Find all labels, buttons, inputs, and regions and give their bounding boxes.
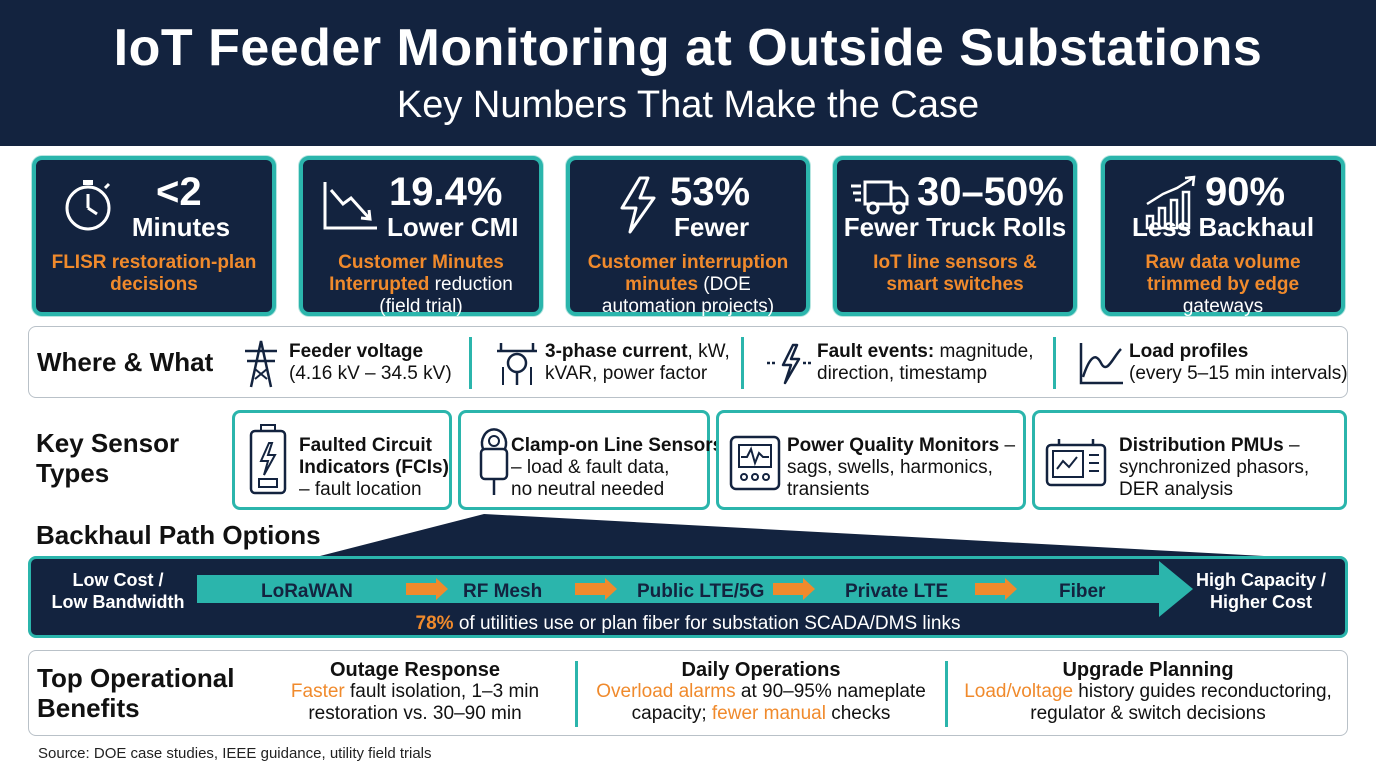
header-banner: IoT Feeder Monitoring at Outside Substat… bbox=[0, 0, 1376, 146]
current-clamp-icon bbox=[493, 337, 541, 389]
backhaul-step-private-lte: Private LTE bbox=[845, 581, 949, 602]
kpi-unit: Minutes bbox=[131, 212, 231, 242]
kpi-desc: IoT line sensors &smart switches bbox=[873, 252, 1037, 295]
kpi-card-truck-rolls: 30–50% Fewer Truck Rolls IoT line sensor… bbox=[833, 156, 1077, 316]
backhaul-band: Low Cost /Low Bandwidth LoRaWAN RF Mesh … bbox=[28, 556, 1348, 638]
source-note: Source: DOE case studies, IEEE guidance,… bbox=[38, 745, 432, 762]
load-curve-icon bbox=[1077, 337, 1125, 389]
kpi-value: <2 bbox=[156, 170, 202, 214]
kpi-card-restoration: <2 Minutes FLISR restoration-plan decisi… bbox=[32, 156, 276, 316]
kpi-value: 30–50% bbox=[917, 170, 1064, 214]
kpi-value: 53% bbox=[670, 170, 751, 214]
backhaul-right-end: High Capacity /Higher Cost bbox=[1195, 570, 1327, 612]
kpi-unit: Lower CMI bbox=[387, 212, 519, 242]
backhaul-step-rf-mesh: RF Mesh bbox=[463, 581, 543, 602]
where-what-label: Where & What bbox=[37, 347, 214, 377]
pq-monitor-icon bbox=[729, 423, 781, 499]
backhaul-step-lorawan: LoRaWAN bbox=[261, 581, 353, 602]
sensor-card-pmu: Distribution PMUs –synchronized phasors,… bbox=[1032, 410, 1347, 510]
kpi-unit: Fewer Truck Rolls bbox=[843, 212, 1067, 242]
backhaul-step-fiber: Fiber bbox=[1059, 581, 1106, 602]
sensor-text: Power Quality Monitors –sags, swells, ha… bbox=[787, 435, 1016, 500]
page-subtitle: Key Numbers That Make the Case bbox=[396, 84, 980, 126]
backhaul-step-public-lte: Public LTE/5G bbox=[637, 581, 765, 602]
stopwatch-icon bbox=[60, 174, 120, 234]
trend-down-icon bbox=[321, 174, 381, 234]
fci-device-icon bbox=[245, 423, 291, 499]
clamp-sensor-icon bbox=[471, 423, 517, 499]
kpi-unit: Fewer bbox=[674, 212, 750, 242]
where-item-text: Fault events: magnitude,direction, times… bbox=[817, 341, 1034, 384]
kpi-value: 19.4% bbox=[389, 170, 503, 214]
backhaul-arrow bbox=[197, 561, 1193, 617]
pmu-device-icon bbox=[1045, 423, 1107, 499]
sensor-card-pq: Power Quality Monitors –sags, swells, ha… bbox=[716, 410, 1026, 510]
benefit-daily-operations: Daily Operations Overload alarms at 90–9… bbox=[596, 659, 926, 724]
divider bbox=[575, 661, 578, 727]
kpi-desc: FLISR restoration-plan decisions bbox=[51, 252, 257, 295]
divider bbox=[1053, 337, 1056, 389]
where-item-text: Load profiles(every 5–15 min intervals) bbox=[1129, 341, 1348, 384]
truck-icon bbox=[849, 168, 909, 228]
backhaul-label: Backhaul Path Options bbox=[36, 520, 321, 550]
sensor-text: Clamp-on Line Sensors– load & fault data… bbox=[511, 435, 724, 500]
sensor-card-clamp: Clamp-on Line Sensors– load & fault data… bbox=[458, 410, 723, 510]
benefit-outage-response: Outage Response Faster fault isolation, … bbox=[290, 659, 540, 724]
divider bbox=[741, 337, 744, 389]
divider bbox=[469, 337, 472, 389]
backhaul-left-end: Low Cost /Low Bandwidth bbox=[51, 570, 185, 612]
fault-bolt-icon bbox=[765, 337, 813, 389]
where-item-text: Feeder voltage(4.16 kV – 34.5 kV) bbox=[289, 341, 452, 384]
transmission-tower-icon bbox=[237, 337, 285, 389]
sensor-text: Distribution PMUs –synchronized phasors,… bbox=[1119, 435, 1310, 500]
backhaul-note: 78% of utilities use or plan fiber for s… bbox=[415, 613, 961, 634]
bar-growth-icon bbox=[1143, 174, 1203, 234]
divider bbox=[945, 661, 948, 727]
where-item-text: 3-phase current, kW,kVAR, power factor bbox=[545, 341, 730, 384]
kpi-unit: Less Backhaul bbox=[1131, 212, 1315, 242]
benefit-upgrade-planning: Upgrade Planning Load/voltage history gu… bbox=[964, 659, 1332, 724]
lightning-icon bbox=[610, 174, 670, 234]
where-what-panel: Where & What Feeder voltage(4.16 kV – 34… bbox=[28, 326, 1348, 398]
funnel-connector bbox=[320, 514, 1264, 556]
kpi-value: 90% bbox=[1205, 170, 1286, 214]
page-title: IoT Feeder Monitoring at Outside Substat… bbox=[113, 19, 1263, 77]
